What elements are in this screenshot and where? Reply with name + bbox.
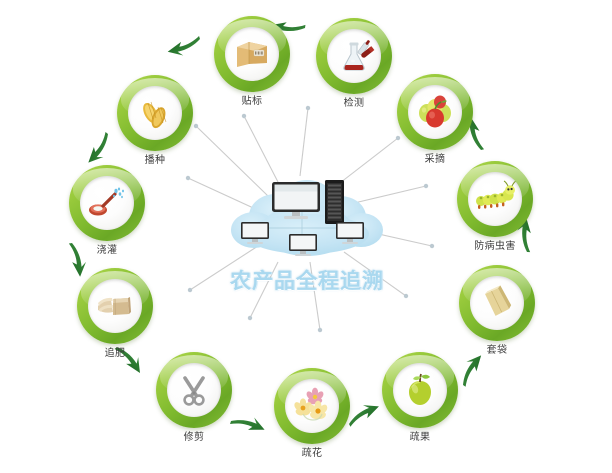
- stage-node-irrigation[interactable]: 浇灌: [65, 165, 149, 257]
- client-monitor-right-icon: [336, 222, 364, 244]
- blossom-icon: [285, 379, 339, 433]
- stage-node-bagging[interactable]: 套袋: [455, 265, 539, 357]
- seed-icon: [128, 86, 182, 140]
- stage-node-fruit-thinning[interactable]: 疏果: [378, 352, 462, 444]
- cloud-devices: [241, 180, 364, 256]
- stage-node-picking[interactable]: 采摘: [393, 74, 477, 166]
- stage-ring: [316, 18, 392, 94]
- client-monitor-left-icon: [241, 222, 269, 244]
- stage-node-pruning[interactable]: 修剪: [152, 352, 236, 444]
- stage-label: 检测: [343, 98, 365, 109]
- stage-node-testing[interactable]: 检测: [312, 18, 396, 110]
- stage-ring: [214, 16, 290, 92]
- carton-box-icon: [225, 27, 279, 81]
- fruit-basket-icon: [408, 85, 462, 139]
- stage-label: 防病虫害: [474, 241, 516, 252]
- stage-ring: [77, 268, 153, 344]
- stage-label: 套袋: [486, 345, 508, 356]
- stage-ring: [457, 161, 533, 237]
- caterpillar-icon: [468, 172, 522, 226]
- page-title: 农产品全程追溯: [230, 269, 384, 293]
- stage-node-fertilizing[interactable]: 追肥: [73, 268, 157, 360]
- stage-label: 疏果: [409, 432, 431, 443]
- stage-node-labeling[interactable]: 贴标: [210, 16, 294, 108]
- desktop-monitor-icon: [272, 182, 320, 219]
- stage-node-flower-thinning[interactable]: 疏花: [270, 368, 354, 460]
- client-monitor-center-icon: [289, 234, 317, 256]
- stage-node-sowing[interactable]: 播种: [113, 75, 197, 167]
- stage-label: 贴标: [241, 96, 263, 107]
- stage-label: 播种: [144, 155, 166, 166]
- scissors-icon: [167, 363, 221, 417]
- stage-node-pest-control[interactable]: 防病虫害: [453, 161, 537, 253]
- stage-ring: [117, 75, 193, 151]
- stage-label: 追肥: [104, 348, 126, 359]
- stage-label: 疏花: [301, 448, 323, 459]
- green-apple-icon: [393, 363, 447, 417]
- watering-ladle-icon: [80, 176, 134, 230]
- stage-ring: [156, 352, 232, 428]
- stage-ring: [397, 74, 473, 150]
- stage-ring: [459, 265, 535, 341]
- stage-label: 浇灌: [96, 245, 118, 256]
- stage-label: 采摘: [424, 154, 446, 165]
- server-rack-icon: [325, 180, 344, 224]
- flow-arrow-sowing-to-irrigation: [84, 132, 117, 168]
- stage-ring: [69, 165, 145, 241]
- stage-ring: [382, 352, 458, 428]
- fertilizer-bag-icon: [88, 279, 142, 333]
- flask-test-icon: [327, 29, 381, 83]
- flow-arrow-labeling-to-sowing: [166, 36, 204, 60]
- paper-bag-icon: [470, 276, 524, 330]
- stage-label: 修剪: [183, 432, 205, 443]
- stage-ring: [274, 368, 350, 444]
